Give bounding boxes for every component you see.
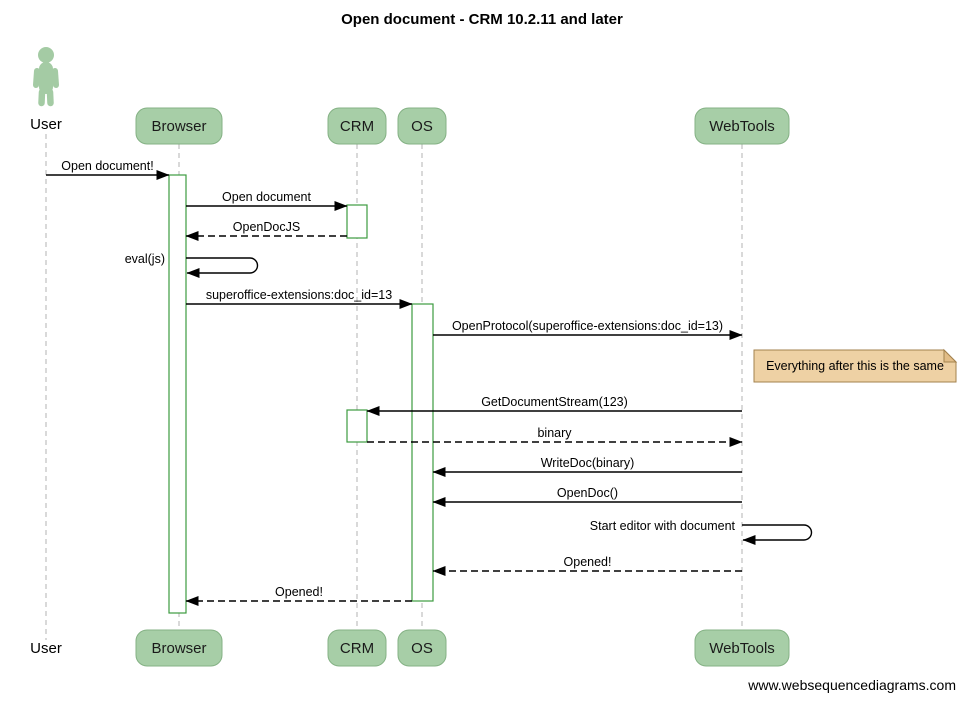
message-label: OpenDocJS: [233, 220, 300, 234]
participant-box-browser-top: [135, 107, 223, 145]
message-label: GetDocumentStream(123): [481, 395, 628, 409]
participant-box-browser-bottom: [135, 629, 223, 667]
user-actor-icon: [33, 47, 59, 107]
message-label: Opened!: [275, 585, 323, 599]
participant-box-crm-bottom: [327, 629, 387, 667]
participant-label-os-top: OS: [411, 118, 433, 135]
message-label: Open document: [222, 190, 311, 204]
activation-bar: [411, 303, 434, 602]
message-label: Start editor with document: [590, 519, 736, 533]
message-label: OpenProtocol(superoffice-extensions:doc_…: [452, 319, 723, 333]
participant-box-os-top: [397, 107, 447, 145]
participant-label-os-bottom: OS: [411, 640, 433, 657]
participant-box-crm-top: [327, 107, 387, 145]
note-text: Everything after this is the same: [766, 359, 944, 373]
participant-label-browser-bottom: Browser: [151, 640, 206, 657]
activation-bar: [346, 409, 368, 443]
note-fold-corner: [943, 348, 958, 363]
self-message-arrow: [742, 524, 813, 545]
message-label: WriteDoc(binary): [541, 456, 635, 470]
activation-bar: [168, 174, 187, 614]
activation-bar: [346, 204, 368, 239]
self-message-arrow: [186, 257, 259, 278]
participant-box-webtools-top: [694, 107, 790, 145]
message-label: eval(js): [125, 252, 165, 266]
message-label: superoffice-extensions:doc_id=13: [206, 288, 392, 302]
participant-label-crm-bottom: CRM: [340, 640, 374, 657]
note: Everything after this is the same: [753, 348, 958, 383]
message-label: OpenDoc(): [557, 486, 618, 500]
participant-box-webtools-bottom: [694, 629, 790, 667]
participant-label-browser-top: Browser: [151, 118, 206, 135]
message-label: Opened!: [564, 555, 612, 569]
actor-label-bottom: User: [30, 640, 62, 657]
message-label: binary: [537, 426, 572, 440]
participant-label-crm-top: CRM: [340, 118, 374, 135]
message-label: Open document!: [61, 159, 153, 173]
footer-credit: www.websequencediagrams.com: [748, 677, 956, 693]
participant-box-os-bottom: [397, 629, 447, 667]
diagram-title: Open document - CRM 10.2.11 and later: [341, 11, 623, 28]
actor-label-top: User: [30, 116, 62, 133]
participant-label-webtools-top: WebTools: [709, 118, 775, 135]
participant-label-webtools-bottom: WebTools: [709, 640, 775, 657]
